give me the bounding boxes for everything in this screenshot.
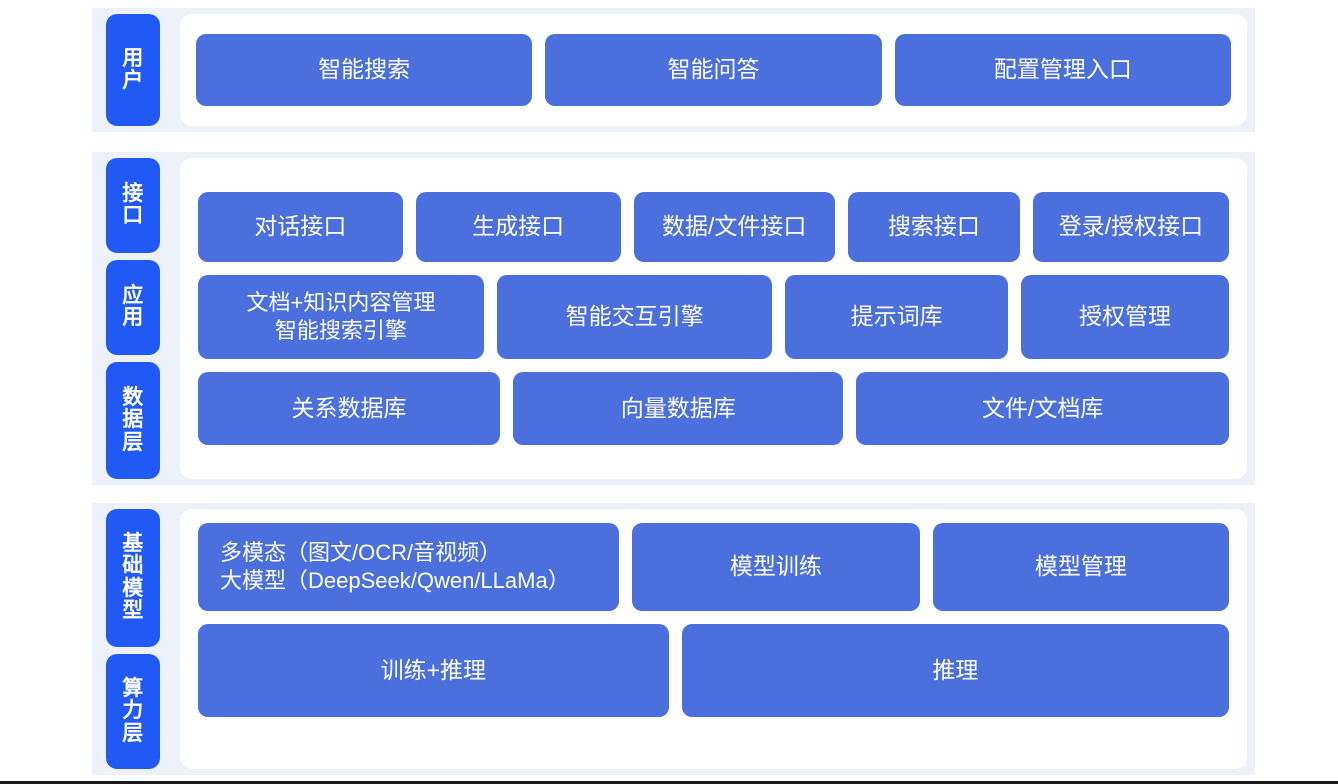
box-training-and-inference[interactable]: 训练+推理: [198, 624, 669, 717]
box-vector-database[interactable]: 向量数据库: [513, 372, 844, 445]
box-document-knowledge-management[interactable]: 文档+知识内容管理 智能搜索引擎: [198, 275, 484, 359]
box-model-management[interactable]: 模型管理: [932, 523, 1229, 611]
box-model-training[interactable]: 模型训练: [631, 523, 920, 611]
row-interface: 对话接口 生成接口 数据/文件接口 搜索接口 登录/授权接口: [198, 192, 1229, 262]
box-multimodal-large-model[interactable]: 多模态（图文/OCR/音视频） 大模型（DeepSeek/Qwen/LLaMa）: [198, 523, 619, 611]
layer-tab-user[interactable]: 用户: [106, 14, 160, 126]
panel-user: 智能搜索 智能问答 配置管理入口: [180, 14, 1247, 126]
row-compute: 训练+推理 推理: [198, 624, 1229, 717]
box-inference[interactable]: 推理: [681, 624, 1229, 717]
row-data: 关系数据库 向量数据库 文件/文档库: [198, 372, 1229, 445]
tab-column-base: 基础模型 算力层: [106, 509, 160, 769]
row-application: 文档+知识内容管理 智能搜索引擎 智能交互引擎 提示词库 授权管理: [198, 275, 1229, 359]
box-smart-interaction-engine[interactable]: 智能交互引擎: [496, 275, 773, 359]
panel-middle: 对话接口 生成接口 数据/文件接口 搜索接口 登录/授权接口 文档+知识内容管理…: [180, 158, 1247, 479]
row-user-entries: 智能搜索 智能问答 配置管理入口: [196, 34, 1231, 106]
box-authorization-management[interactable]: 授权管理: [1020, 275, 1229, 359]
box-smart-search[interactable]: 智能搜索: [196, 34, 533, 106]
tab-column-middle: 接口 应用 数据层: [106, 158, 160, 479]
row-base-model: 多模态（图文/OCR/音视频） 大模型（DeepSeek/Qwen/LLaMa）…: [198, 523, 1229, 611]
box-file-document-store[interactable]: 文件/文档库: [856, 372, 1229, 445]
box-smart-qa[interactable]: 智能问答: [545, 34, 882, 106]
box-config-management-entry[interactable]: 配置管理入口: [894, 34, 1231, 106]
layer-tab-base-model[interactable]: 基础模型: [106, 509, 160, 647]
box-prompt-library[interactable]: 提示词库: [785, 275, 1008, 359]
panel-base: 多模态（图文/OCR/音视频） 大模型（DeepSeek/Qwen/LLaMa）…: [180, 509, 1247, 769]
layer-tab-data[interactable]: 数据层: [106, 361, 160, 479]
box-login-auth-api[interactable]: 登录/授权接口: [1032, 192, 1229, 262]
tab-column-user: 用户: [106, 14, 160, 126]
box-data-file-api[interactable]: 数据/文件接口: [633, 192, 835, 262]
box-dialog-api[interactable]: 对话接口: [198, 192, 403, 262]
box-generate-api[interactable]: 生成接口: [415, 192, 621, 262]
section-base: 基础模型 算力层 多模态（图文/OCR/音视频） 大模型（DeepSeek/Qw…: [92, 503, 1255, 775]
section-user: 用户 智能搜索 智能问答 配置管理入口: [92, 8, 1255, 132]
box-relational-database[interactable]: 关系数据库: [198, 372, 501, 445]
page-bottom-edge: [0, 781, 1338, 784]
layer-tab-application[interactable]: 应用: [106, 259, 160, 355]
layer-tab-interface[interactable]: 接口: [106, 158, 160, 253]
box-search-api[interactable]: 搜索接口: [847, 192, 1020, 262]
layer-tab-compute[interactable]: 算力层: [106, 653, 160, 769]
section-middle: 接口 应用 数据层 对话接口 生成接口 数据/文件接口 搜索接口 登录/授权接口…: [92, 152, 1255, 485]
